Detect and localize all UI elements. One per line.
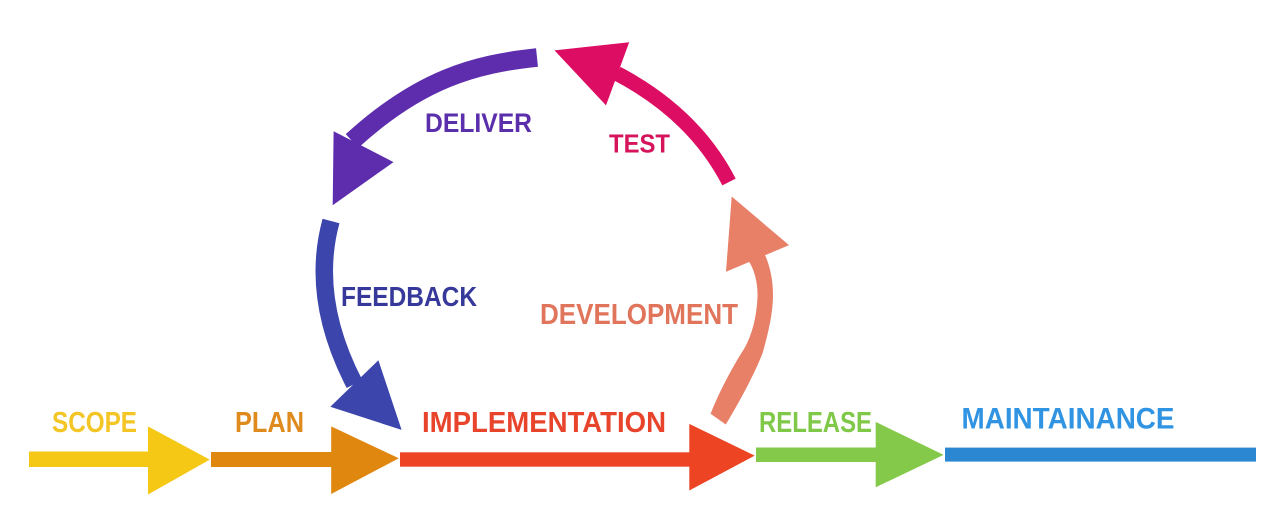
svg-text:IMPLEMENTATION: IMPLEMENTATION [422, 407, 666, 439]
svg-text:MAINTAINANCE: MAINTAINANCE [962, 403, 1175, 436]
svg-text:DELIVER: DELIVER [425, 108, 532, 138]
svg-text:SCOPE: SCOPE [52, 407, 137, 439]
svg-text:TEST: TEST [609, 129, 670, 159]
svg-text:FEEDBACK: FEEDBACK [341, 281, 477, 312]
svg-text:DEVELOPMENT: DEVELOPMENT [540, 299, 738, 331]
svg-text:RELEASE: RELEASE [759, 407, 872, 439]
svg-text:PLAN: PLAN [235, 407, 304, 439]
